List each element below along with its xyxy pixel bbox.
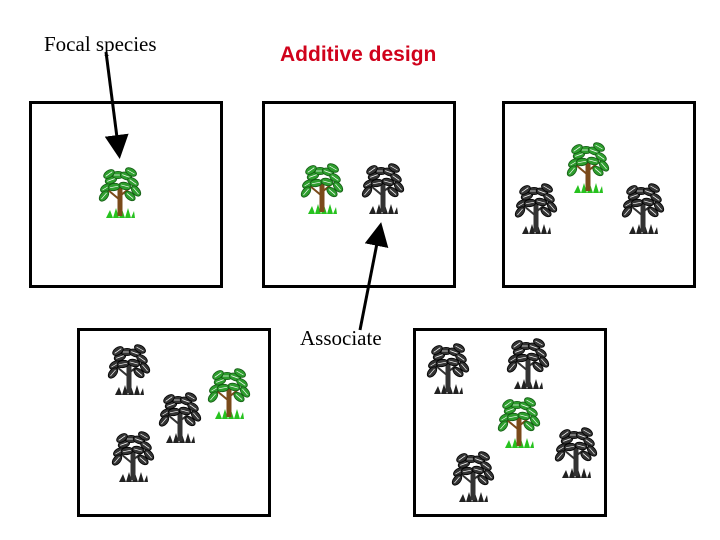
panel-1	[29, 101, 223, 288]
associate-label: Associate	[300, 326, 382, 351]
diagram-title: Additive design	[280, 43, 436, 67]
panel-5	[413, 328, 607, 517]
panel-4	[77, 328, 271, 517]
focal-species-label: Focal species	[44, 32, 157, 57]
panel-2	[262, 101, 456, 288]
panel-3	[502, 101, 696, 288]
